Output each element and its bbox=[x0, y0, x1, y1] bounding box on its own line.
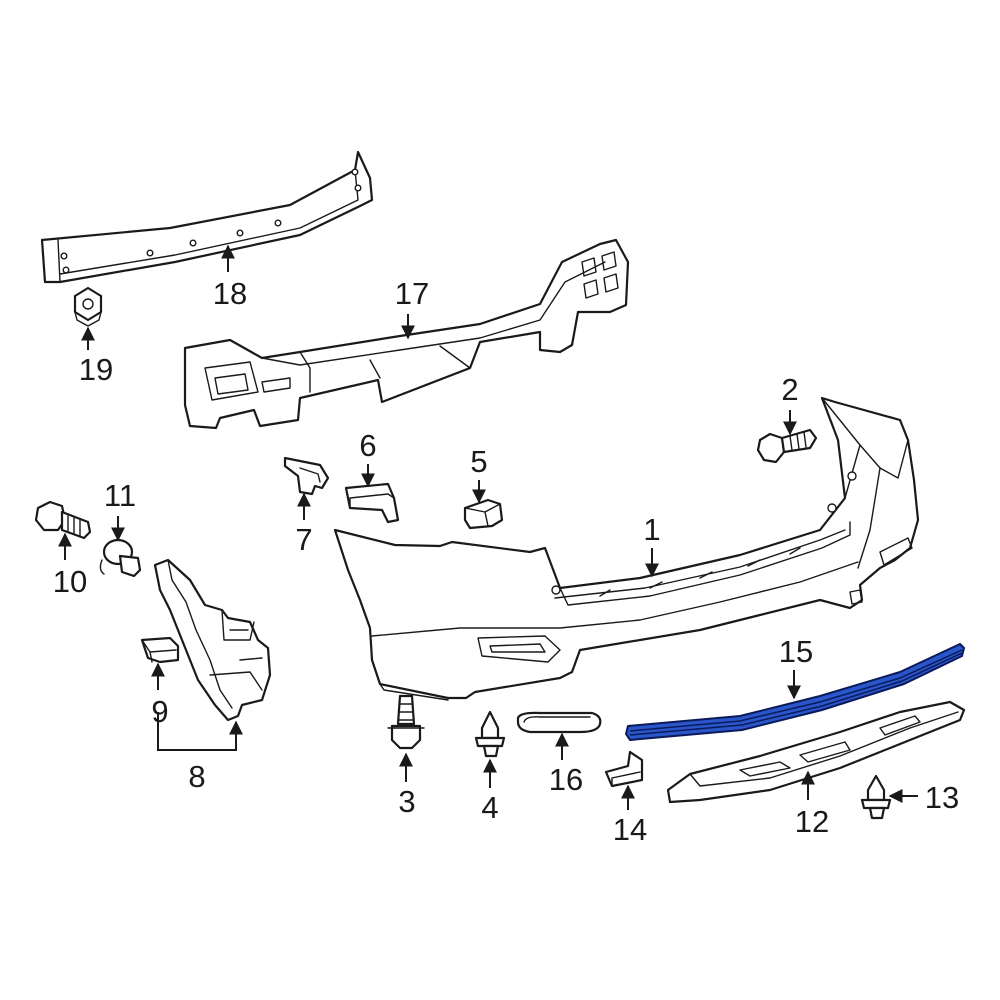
part-17-energy-absorber[interactable] bbox=[183, 238, 630, 430]
leader-lines bbox=[58, 244, 918, 810]
callout-17[interactable]: 17 bbox=[395, 276, 429, 311]
callout-1[interactable]: 1 bbox=[643, 512, 660, 547]
callout-labels: 18 19 17 2 6 5 7 1 11 10 9 8 3 4 16 14 1… bbox=[53, 276, 959, 847]
part-11-clip[interactable] bbox=[99, 538, 142, 578]
callout-18[interactable]: 18 bbox=[213, 276, 247, 311]
part-18-reinforcement-bar[interactable] bbox=[40, 150, 374, 284]
callout-3[interactable]: 3 bbox=[398, 784, 415, 819]
part-5-retainer[interactable] bbox=[463, 498, 504, 530]
callout-4[interactable]: 4 bbox=[481, 790, 498, 825]
part-2-bolt[interactable] bbox=[756, 428, 818, 464]
callout-16[interactable]: 16 bbox=[549, 762, 583, 797]
callout-13[interactable]: 13 bbox=[925, 780, 959, 815]
part-14-bracket[interactable] bbox=[604, 750, 644, 788]
callout-15[interactable]: 15 bbox=[779, 634, 813, 669]
part-6-bracket[interactable] bbox=[344, 482, 400, 524]
part-10-bolt[interactable] bbox=[34, 500, 92, 540]
part-7-bracket[interactable] bbox=[283, 456, 330, 496]
part-4-push-clip[interactable] bbox=[474, 710, 506, 758]
callout-14[interactable]: 14 bbox=[613, 812, 647, 847]
part-9-clip[interactable] bbox=[140, 636, 180, 664]
callout-19[interactable]: 19 bbox=[79, 352, 113, 387]
part-1-bumper-cover[interactable] bbox=[333, 396, 920, 701]
part-13-push-clip[interactable] bbox=[860, 774, 892, 820]
callout-9[interactable]: 9 bbox=[151, 694, 168, 729]
callout-11[interactable]: 11 bbox=[104, 478, 136, 513]
part-8-side-bracket[interactable] bbox=[153, 558, 272, 722]
part-19-nut[interactable] bbox=[73, 286, 103, 327]
callout-6[interactable]: 6 bbox=[359, 428, 376, 463]
part-15-molding-highlighted[interactable] bbox=[625, 643, 965, 741]
part-12-lower-valance[interactable] bbox=[666, 700, 966, 804]
callout-8[interactable]: 8 bbox=[188, 759, 205, 794]
callout-7[interactable]: 7 bbox=[295, 522, 312, 557]
callout-2[interactable]: 2 bbox=[781, 372, 798, 407]
part-16-reflector[interactable] bbox=[516, 711, 602, 734]
callout-12[interactable]: 12 bbox=[795, 804, 829, 839]
callout-10[interactable]: 10 bbox=[53, 564, 87, 599]
callout-5[interactable]: 5 bbox=[470, 444, 487, 479]
part-3-bolt-stud[interactable] bbox=[387, 694, 425, 750]
